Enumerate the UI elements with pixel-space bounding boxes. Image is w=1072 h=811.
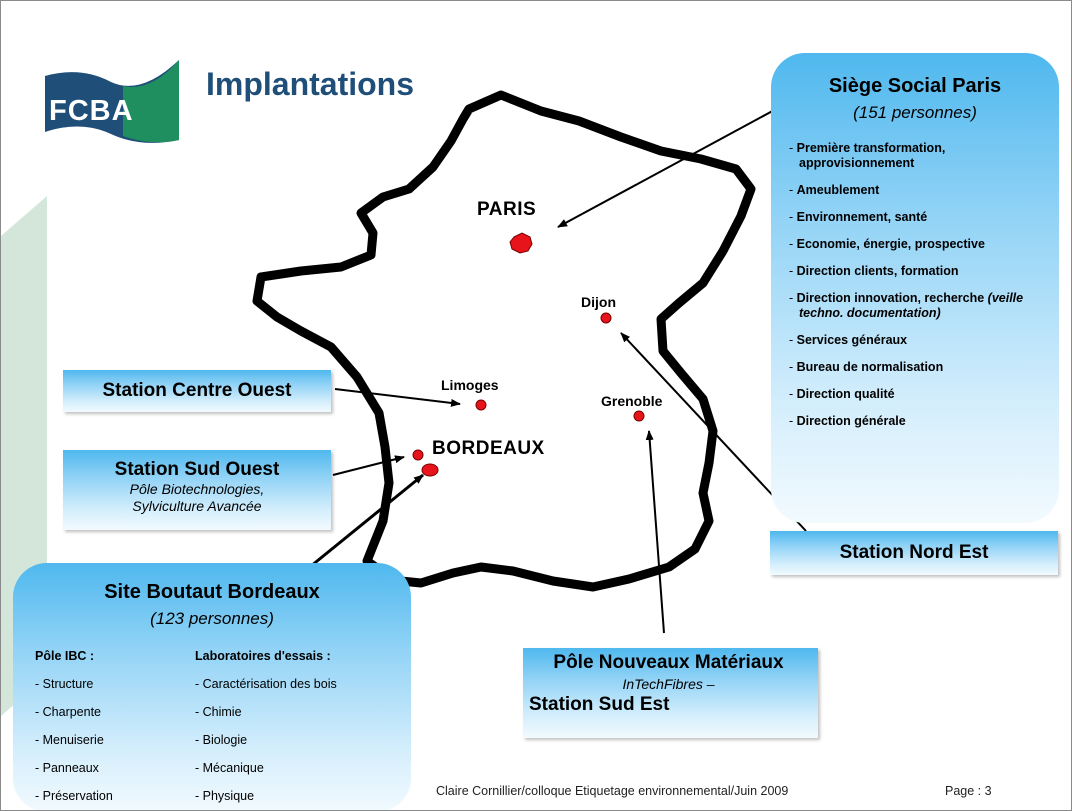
logo-text: FCBA: [49, 95, 134, 127]
page-title: Implantations: [206, 66, 415, 102]
station-sud-ouest-label: Station Sud Ouest: [114, 459, 280, 480]
station-nord-est-box: Station Nord Est: [770, 531, 1058, 575]
pole-nouveaux-materiaux-label: Pôle Nouveaux Matériaux: [553, 652, 784, 673]
station-sud-ouest-sub-2: Sylviculture Avancée: [132, 498, 262, 514]
list-item: - Direction clients, formation: [789, 264, 959, 278]
list-item: - Caractérisation des bois: [195, 677, 337, 691]
station-sud-ouest-sub-1: Pôle Biotechnologies,: [129, 481, 265, 497]
city-label-paris: PARIS: [477, 199, 537, 220]
list-item: - Economie, énergie, prospective: [789, 237, 985, 251]
station-sud-est-label: Station Sud Est: [529, 694, 670, 715]
city-label-grenoble: Grenoble: [601, 393, 663, 409]
siege-paris-list: - Première transformation, approvisionne…: [771, 141, 1059, 429]
site-boutaut-box: Site Boutaut Bordeaux (123 personnes) Pô…: [13, 563, 411, 810]
list-item: - Bureau de normalisation: [789, 360, 944, 374]
list-item: - Panneaux: [35, 761, 99, 775]
list-item: - Charpente: [35, 705, 102, 719]
pole-ibc-heading: Pôle IBC :: [35, 649, 95, 663]
list-item: - Préservation: [35, 789, 113, 803]
station-centre-ouest-box: Station Centre Ouest: [63, 370, 331, 412]
list-item: - Menuiserie: [35, 733, 104, 747]
city-label-limoges: Limoges: [441, 377, 499, 393]
station-nord-est-label: Station Nord Est: [839, 542, 989, 563]
siege-paris-subtitle: (151 personnes): [853, 103, 977, 122]
list-item: - Direction qualité: [789, 387, 895, 401]
list-item: - Biologie: [195, 733, 248, 747]
paris-marker: [509, 232, 533, 254]
laboratoires-column: Laboratoires d'essais : - Caractérisatio…: [195, 649, 337, 803]
list-item: - Structure: [35, 677, 94, 691]
list-item: - Chimie: [195, 705, 242, 719]
siege-paris-box: Siège Social Paris (151 personnes) - Pre…: [771, 53, 1059, 523]
france-outline: [252, 90, 756, 592]
laboratoires-heading: Laboratoires d'essais :: [195, 649, 331, 663]
list-item: - Direction innovation, recherche (veill…: [789, 291, 1024, 320]
pole-ibc-column: Pôle IBC : - Structure - Charpente - Men…: [35, 649, 113, 803]
list-item: - Direction générale: [789, 414, 906, 428]
dijon-marker: [600, 312, 612, 324]
city-label-dijon: Dijon: [581, 294, 616, 310]
site-boutaut-title: Site Boutaut Bordeaux: [104, 581, 320, 603]
list-item: - Physique: [195, 789, 255, 803]
footer-author: Claire Cornillier/colloque Etiquetage en…: [436, 784, 789, 798]
list-item: - Ameublement: [789, 183, 880, 197]
siege-paris-title: Siège Social Paris: [828, 75, 1002, 97]
list-item: - Première transformation, approvisionne…: [789, 141, 946, 170]
station-centre-ouest-label: Station Centre Ouest: [102, 380, 292, 401]
list-item: - Services généraux: [789, 333, 908, 347]
list-item: - Mécanique: [195, 761, 264, 775]
footer-page-number: Page : 3: [945, 784, 992, 798]
bordeaux-marker-2: [421, 463, 439, 477]
station-sud-ouest-box: Station Sud Ouest Pôle Biotechnologies, …: [63, 450, 331, 530]
bordeaux-marker-1: [412, 449, 424, 461]
site-boutaut-subtitle: (123 personnes): [150, 609, 274, 628]
grenoble-marker: [633, 410, 645, 422]
pole-nouveaux-materiaux-box: Pôle Nouveaux Matériaux InTechFibres – S…: [523, 648, 818, 738]
city-label-bordeaux: BORDEAUX: [432, 438, 545, 459]
limoges-marker: [475, 399, 487, 411]
list-item: - Environnement, santé: [789, 210, 928, 224]
fcba-logo-icon: [45, 60, 179, 143]
intechfibres-label: InTechFibres –: [622, 676, 715, 692]
